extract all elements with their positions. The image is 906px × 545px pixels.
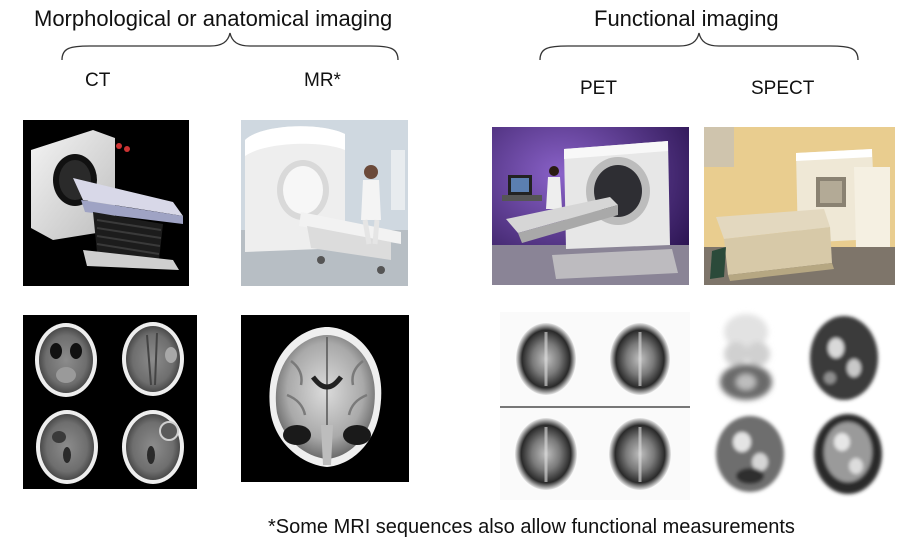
spect-label: SPECT — [751, 78, 815, 99]
pet-scanner-photo — [492, 127, 689, 285]
spect-slice-4 — [814, 414, 882, 494]
spect-slice-3 — [716, 416, 784, 492]
ct-label: CT — [85, 70, 111, 91]
spect-scanner-photo — [704, 127, 895, 285]
ct-slice-3 — [36, 410, 98, 484]
spect-slice-1 — [720, 314, 772, 400]
pet-scanner-icon — [492, 127, 689, 285]
pet-divider — [500, 406, 690, 408]
brain-spect-scans-icon — [716, 314, 882, 494]
morphological-imaging-heading: Morphological or anatomical imaging — [34, 6, 393, 31]
mr-label: MR* — [304, 70, 341, 91]
mri-scanner-photo — [241, 120, 408, 286]
ct-slice-2 — [122, 322, 184, 396]
brain-pet-scans-icon — [500, 323, 690, 490]
spect-slice-2 — [810, 316, 878, 400]
pet-brain-slices — [500, 312, 690, 500]
ct-axial-slices — [23, 315, 197, 489]
spect-scanner-icon — [704, 127, 895, 285]
brain-mri-scan-icon — [269, 327, 382, 467]
mri-coronal-slice — [241, 315, 409, 482]
functional-brace — [539, 32, 859, 61]
ct-slice-1 — [35, 323, 97, 397]
ct-scanner-icon — [31, 130, 183, 270]
morphological-brace — [61, 32, 399, 61]
ct-slice-4 — [122, 410, 184, 484]
functional-imaging-heading: Functional imaging — [594, 6, 779, 31]
functional-mri-footnote: *Some MRI sequences also allow functiona… — [268, 516, 795, 538]
ct-scanner-photo — [23, 120, 189, 286]
spect-brain-slices — [706, 302, 896, 498]
brain-ct-scans-icon — [35, 322, 184, 484]
mri-scanner-icon — [241, 120, 408, 286]
pet-label: PET — [580, 78, 617, 99]
